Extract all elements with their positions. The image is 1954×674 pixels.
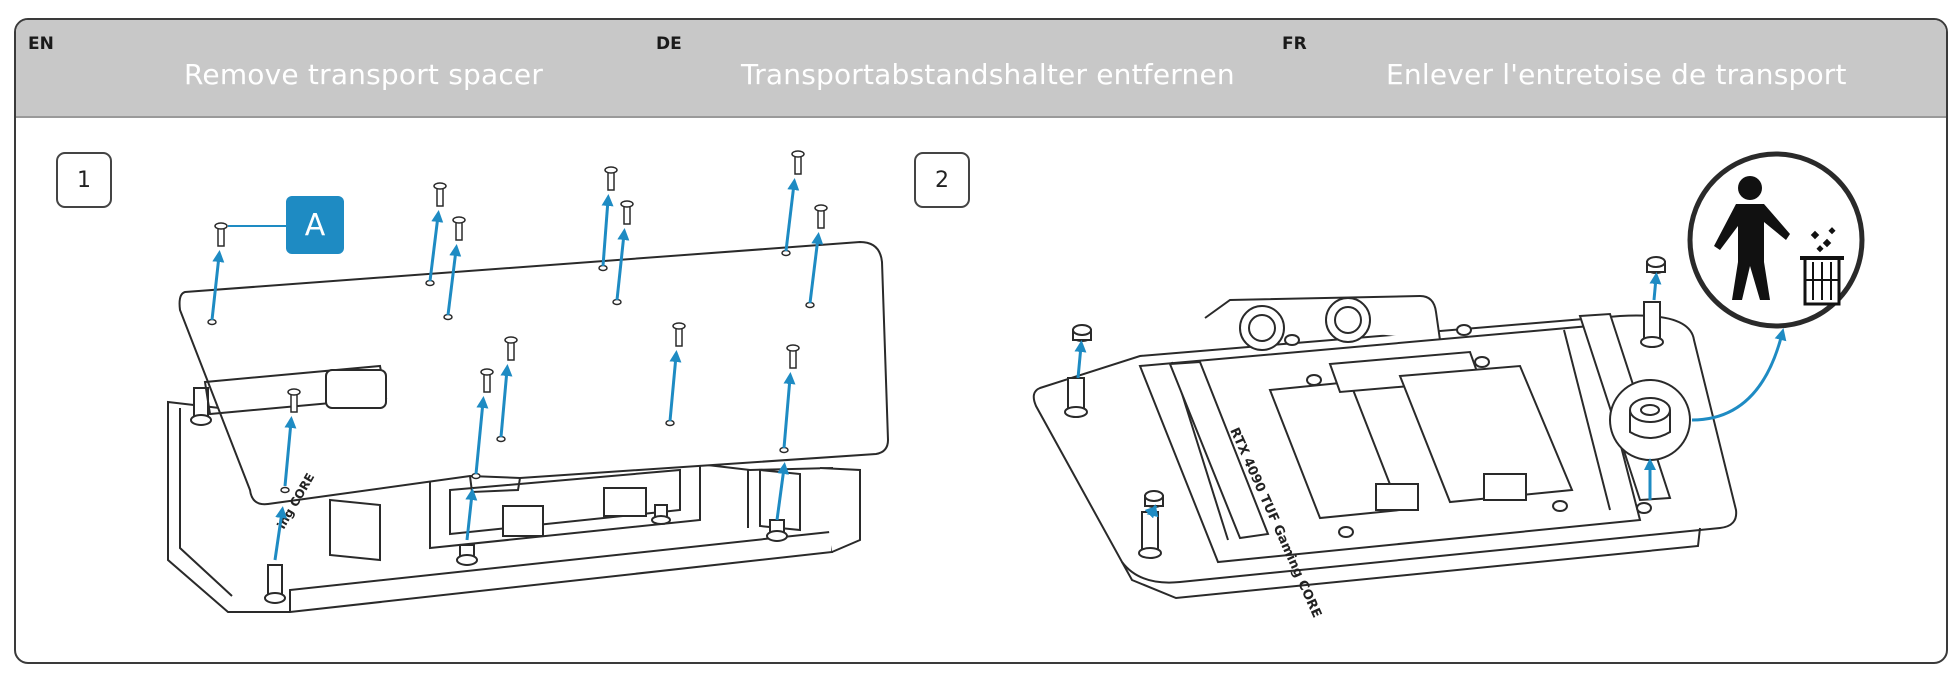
lang-code-de: DE [656,34,682,54]
title-fr: Enlever l'entretoise de transport [1386,58,1847,91]
lang-code-en: EN [28,34,54,54]
step-1-standoffs [190,387,788,604]
title-en: Remove transport spacer [184,58,544,91]
step-1-badge: 1 [56,152,112,208]
step-2-standoffs [1064,301,1664,559]
step-1-screws [214,150,828,413]
step-2-badge: 2 [914,152,970,208]
step-2-arrows [1074,272,1787,519]
callout-a-label: A [286,196,344,254]
step-2-illustration: RTX 4090 TUF Gaming CORE [1032,256,1738,620]
title-de: Transportabstandshalter entfernen [741,58,1235,91]
header-bar: EN Remove transport spacer DE Transporta… [16,20,1946,118]
step-1-illustration: ing CORE [167,150,890,613]
lang-code-fr: FR [1282,34,1307,54]
step-1-arrows [210,178,824,561]
person-trash-disposal-icon [1687,151,1865,329]
